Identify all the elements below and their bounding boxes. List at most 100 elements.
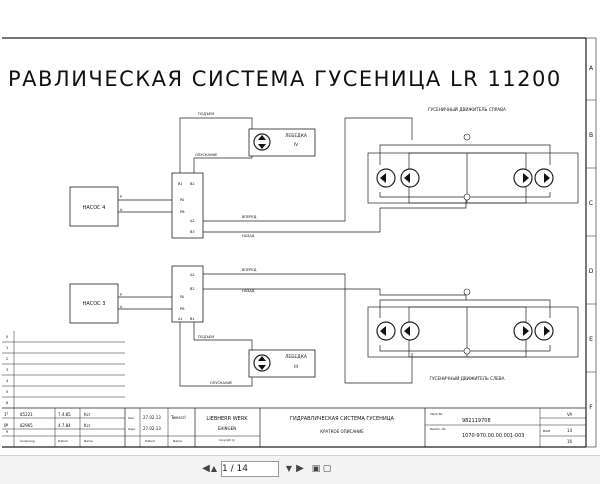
back-label-top: НАЗАД [242, 234, 255, 238]
row-letter-a: A [589, 65, 594, 72]
winch-4-motor-icon [253, 133, 271, 151]
valve-upper-port-pa: PA [180, 198, 185, 202]
valve-lower-port-pa: PA [180, 295, 185, 299]
winch-4-name: ЛЕБЕДКА [285, 133, 308, 139]
row-number: 3 [6, 368, 8, 372]
next-page-icon[interactable]: ▶ [296, 463, 304, 474]
drawing-number-value: 1070-970.00.00.001-003 [462, 433, 524, 439]
valve-upper-port-b2: B2 [190, 182, 195, 186]
drawing-number-block: Ident-Nr. 982119708 Zeichn.-Nr. 1070-970… [430, 412, 573, 444]
change-row-number: 82965 [20, 423, 33, 428]
hydraulic-diagram: A B C D E F РАВЛИЧЕСКАЯ СИСТЕМА ГУСЕНИЦА… [2, 37, 597, 448]
lower-label-bottom: ОПУСКАНИЕ [210, 381, 232, 385]
title-block [2, 331, 586, 447]
drawn-name: Twescrl [170, 415, 186, 420]
page-up-icon[interactable]: ▲ [210, 464, 218, 473]
page-down-icon[interactable]: ▼ [285, 464, 293, 473]
date-header: Datum [145, 439, 155, 443]
change-header-name: Name [84, 439, 93, 443]
valve-upper-port-a2: A2 [190, 219, 195, 223]
pdf-viewer-toolbar: ◀ ▲ 1 / 14 ▼ ▶ ▣ ▢ [0, 455, 600, 484]
pump-4-port-a: A [120, 208, 123, 212]
winch-4: ЛЕБЕДКА IV [248, 128, 316, 157]
row-number: 9 [6, 430, 8, 434]
row-letter-c: C [589, 200, 593, 207]
hydraulic-lines [118, 117, 467, 387]
thumbnails-icon[interactable]: ▣ [311, 464, 321, 474]
document-title: ГИДРАВЛИЧЕСКАЯ СИСТЕМА ГУСЕНИЦА [290, 416, 395, 422]
track-right-motor-2-icon [400, 168, 420, 188]
valve-lower-port-pb: PB [180, 307, 185, 311]
name-header: Name [173, 439, 182, 443]
document-subtitle: КРАТКОЕ ОПИСАНИЕ [320, 429, 364, 434]
line-labels: ПОДЪЕМ ОПУСКАНИЕ ВПЕРЕД НАЗАД ВПЕРЕД НАЗ… [195, 112, 257, 385]
winch-3-number: III [294, 364, 298, 370]
track-left-motor-2-icon [400, 321, 420, 341]
pump-4: НАСОС 4 P A [69, 186, 123, 227]
change-row-index: 1 [4, 412, 7, 417]
drawing-number-label: Zeichn.-Nr. [430, 427, 446, 431]
valve-lower-port-b2: B2 [190, 287, 195, 291]
pump-3-port-a: A [120, 305, 123, 309]
change-row-date: 7.4.85 [58, 412, 71, 417]
winch-3-motor-icon [253, 354, 271, 372]
pump-3: НАСОС 3 P A [69, 283, 123, 324]
row-number: 6 [6, 401, 8, 405]
control-valve-lower: A2 B2 PA PB A1 B1 [171, 265, 204, 323]
lift-up-label-top: ПОДЪЕМ [198, 112, 214, 116]
checked-date: 27.02.13 [143, 426, 161, 431]
checked-label: Gepr. [128, 427, 136, 431]
pump-3-port-p: P [120, 293, 122, 297]
change-row-index: 0 [4, 423, 7, 428]
page-indicator-text: 1 / 14 [222, 464, 248, 474]
sheet-total: 16 [567, 439, 573, 444]
previous-page-icon[interactable]: ◀ [202, 463, 210, 474]
diagram-title: РАВЛИЧЕСКАЯ СИСТЕМА ГУСЕНИЦА LR 11200 [8, 67, 562, 91]
change-row-name: Kcr [84, 412, 91, 417]
ident-label: Ident-Nr. [430, 412, 443, 416]
row-letter-e: E [589, 336, 593, 343]
track-left-motor-3-icon [513, 321, 533, 341]
change-row-number: 85221 [20, 412, 33, 417]
winch-3-name: ЛЕБЕДКА [285, 354, 308, 360]
valve-lower-port-a2: A2 [190, 273, 195, 277]
row-letter-d: D [589, 268, 594, 275]
valve-upper-port-pb: PB [180, 210, 185, 214]
row-number: 1 [6, 346, 8, 350]
forward-label-bottom: ВПЕРЕД [242, 268, 257, 272]
valve-lower-port-b1: B1 [190, 317, 195, 321]
change-header-change: Änderung [20, 438, 35, 443]
page-view-icon[interactable]: ▢ [322, 464, 332, 474]
sheet-label: Blatt [543, 429, 551, 433]
pump-4-label: НАСОС 4 [83, 205, 106, 211]
ident-value: 982119708 [462, 418, 491, 424]
company-block: LIEBHERR WERK EHINGEN Copyright (c) [206, 416, 248, 442]
winch-4-number: IV [294, 142, 299, 148]
valve-upper-port-b3: B3 [190, 230, 195, 234]
drawn-date: 27.02.13 [143, 415, 161, 420]
forward-label-top: ВПЕРЕД [242, 215, 257, 219]
lift-up-label-bottom: ПОДЪЕМ [198, 335, 214, 339]
row-number: 0 [6, 335, 8, 339]
winch-3: ЛЕБЕДКА III [248, 349, 316, 378]
frame-row-letters: A B C D E F [589, 65, 594, 411]
valve-upper-port-b1: B1 [178, 182, 183, 186]
title-block-row-numbers: 0 1 2 3 4 5 6 7 8 9 [6, 335, 9, 434]
page-indicator-input[interactable]: 1 / 14 [221, 461, 279, 477]
track-right-motor-4-icon [534, 168, 554, 188]
track-left-label: ГУСЕНИЧНЫЙ ДВИЖИТЕЛЬ СЛЕВА [429, 376, 504, 381]
track-left-motor-1-icon [376, 321, 396, 341]
lower-label-top: ОПУСКАНИЕ [195, 153, 217, 157]
row-number: 2 [6, 357, 8, 361]
pump-3-label: НАСОС 3 [83, 301, 106, 307]
sheet-number: 14 [567, 428, 573, 433]
row-letter-f: F [589, 404, 593, 411]
track-drive-right: ГУСЕНИЧНЫЙ ДВИЖИТЕЛЬ СПРАВА [367, 107, 579, 204]
track-right-motor-3-icon [513, 168, 533, 188]
change-row-date: 4.7.84 [58, 423, 71, 428]
track-right-label: ГУСЕНИЧНЫЙ ДВИЖИТЕЛЬ СПРАВА [428, 107, 506, 112]
sheet-frame [2, 37, 597, 448]
row-number: 4 [6, 379, 9, 383]
row-number: 5 [6, 390, 8, 394]
row-letter-b: B [589, 132, 593, 139]
